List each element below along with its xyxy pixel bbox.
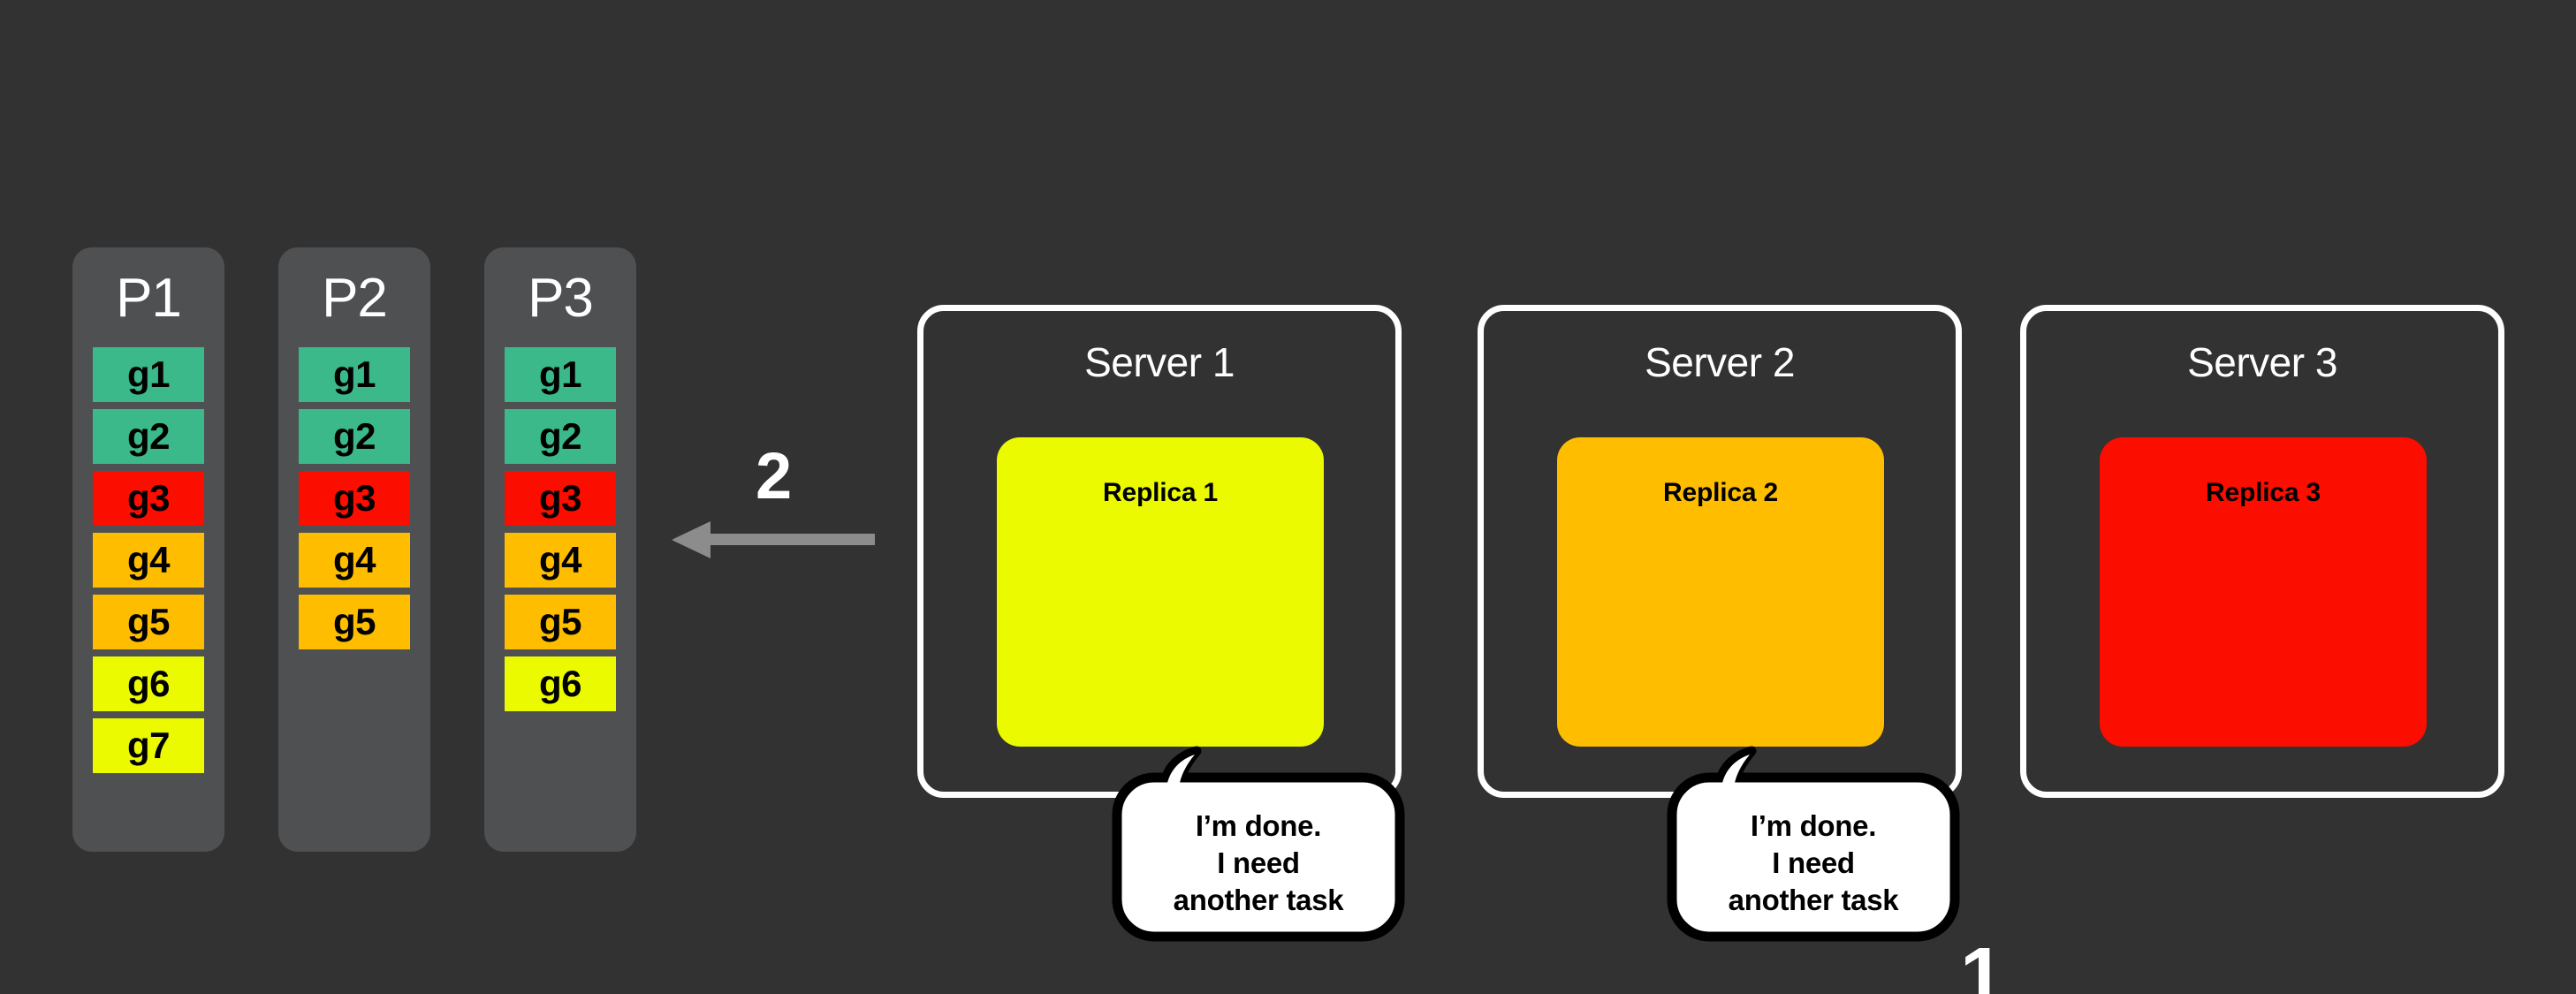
task-block-label: g1 bbox=[538, 353, 582, 395]
speech-bubble-text: I’m done. I need another task bbox=[1728, 809, 1899, 917]
server-box-2: Server 2 Replica 2 bbox=[1478, 305, 1962, 798]
task-block-label: g4 bbox=[538, 539, 582, 580]
arrow-head bbox=[672, 521, 710, 558]
partition-column-p2: P2 g1 g2 g3 g4 g5 bbox=[278, 247, 430, 852]
partition-title: P1 bbox=[116, 268, 182, 329]
replica-box-3: Replica 3 bbox=[2100, 437, 2427, 747]
partition-blocks: g1 g2 g3 g4 g5 bbox=[278, 347, 430, 649]
task-block: g6 bbox=[505, 656, 616, 711]
task-block: g3 bbox=[299, 471, 410, 526]
task-block-label: g6 bbox=[126, 663, 171, 704]
arrow-shaft bbox=[705, 534, 875, 545]
task-block: g4 bbox=[299, 533, 410, 588]
task-block-label: g2 bbox=[538, 415, 582, 457]
partition-title: P2 bbox=[322, 268, 388, 329]
partition-column-p3: P3 g1 g2 g3 g4 g5 g6 bbox=[484, 247, 636, 852]
partition-title: P3 bbox=[528, 268, 594, 329]
bubble-tail-fill bbox=[1721, 755, 1812, 827]
task-block: g6 bbox=[93, 656, 204, 711]
replica-label: Replica 3 bbox=[2206, 478, 2321, 507]
server-title: Server 1 bbox=[1084, 339, 1235, 385]
partition-blocks: g1 g2 g3 g4 g5 g6 bbox=[484, 347, 636, 711]
task-block: g3 bbox=[505, 471, 616, 526]
server-title: Server 2 bbox=[1645, 339, 1795, 385]
speech-bubble-server-2: I’m done. I need another task bbox=[1667, 746, 1960, 942]
task-block-label: g5 bbox=[126, 601, 171, 642]
partition-blocks: g1 g2 g3 g4 g5 g6 g7 bbox=[72, 347, 224, 773]
partition-column-p1: P1 g1 g2 g3 g4 g5 g6 g7 bbox=[72, 247, 224, 852]
server-box-1: Server 1 Replica 1 bbox=[917, 305, 1402, 798]
task-block: g1 bbox=[505, 347, 616, 402]
task-block-label: g3 bbox=[538, 477, 582, 519]
task-block: g1 bbox=[299, 347, 410, 402]
task-block: g4 bbox=[505, 533, 616, 588]
bubble-body-shape bbox=[1112, 772, 1405, 942]
task-block-label: g3 bbox=[126, 477, 171, 519]
speech-bubble-server-1: I’m done. I need another task bbox=[1112, 746, 1405, 942]
step-number-1: 1 bbox=[1960, 932, 2005, 994]
task-block: g5 bbox=[93, 595, 204, 649]
task-block-label: g2 bbox=[126, 415, 171, 457]
task-block: g7 bbox=[93, 718, 204, 773]
task-block-label: g4 bbox=[126, 539, 171, 580]
speech-bubble-text: I’m done. I need another task bbox=[1173, 809, 1344, 917]
bubble-body-shape bbox=[1667, 772, 1960, 942]
task-block: g4 bbox=[93, 533, 204, 588]
task-block-label: g7 bbox=[126, 725, 171, 766]
replica-label: Replica 2 bbox=[1663, 478, 1778, 507]
server-box-3: Server 3 Replica 3 bbox=[2020, 305, 2504, 798]
task-block-label: g4 bbox=[332, 539, 376, 580]
server-title: Server 3 bbox=[2187, 339, 2337, 385]
bubble-tail-fill bbox=[1166, 755, 1257, 827]
task-block: g3 bbox=[93, 471, 204, 526]
task-block: g5 bbox=[505, 595, 616, 649]
task-block-label: g5 bbox=[332, 601, 376, 642]
task-block-label: g3 bbox=[332, 477, 376, 519]
task-block-label: g6 bbox=[538, 663, 582, 704]
task-block: g2 bbox=[505, 409, 616, 464]
task-block: g5 bbox=[299, 595, 410, 649]
arrow-left-icon bbox=[672, 521, 875, 558]
replica-label: Replica 1 bbox=[1103, 478, 1218, 507]
task-block: g2 bbox=[299, 409, 410, 464]
replica-box-2: Replica 2 bbox=[1557, 437, 1884, 747]
task-block: g2 bbox=[93, 409, 204, 464]
task-block-label: g1 bbox=[332, 353, 376, 395]
task-block: g1 bbox=[93, 347, 204, 402]
task-block-label: g5 bbox=[538, 601, 582, 642]
task-block-label: g2 bbox=[332, 415, 376, 457]
step-number-2: 2 bbox=[756, 439, 793, 512]
replica-box-1: Replica 1 bbox=[997, 437, 1324, 747]
task-block-label: g1 bbox=[126, 353, 171, 395]
